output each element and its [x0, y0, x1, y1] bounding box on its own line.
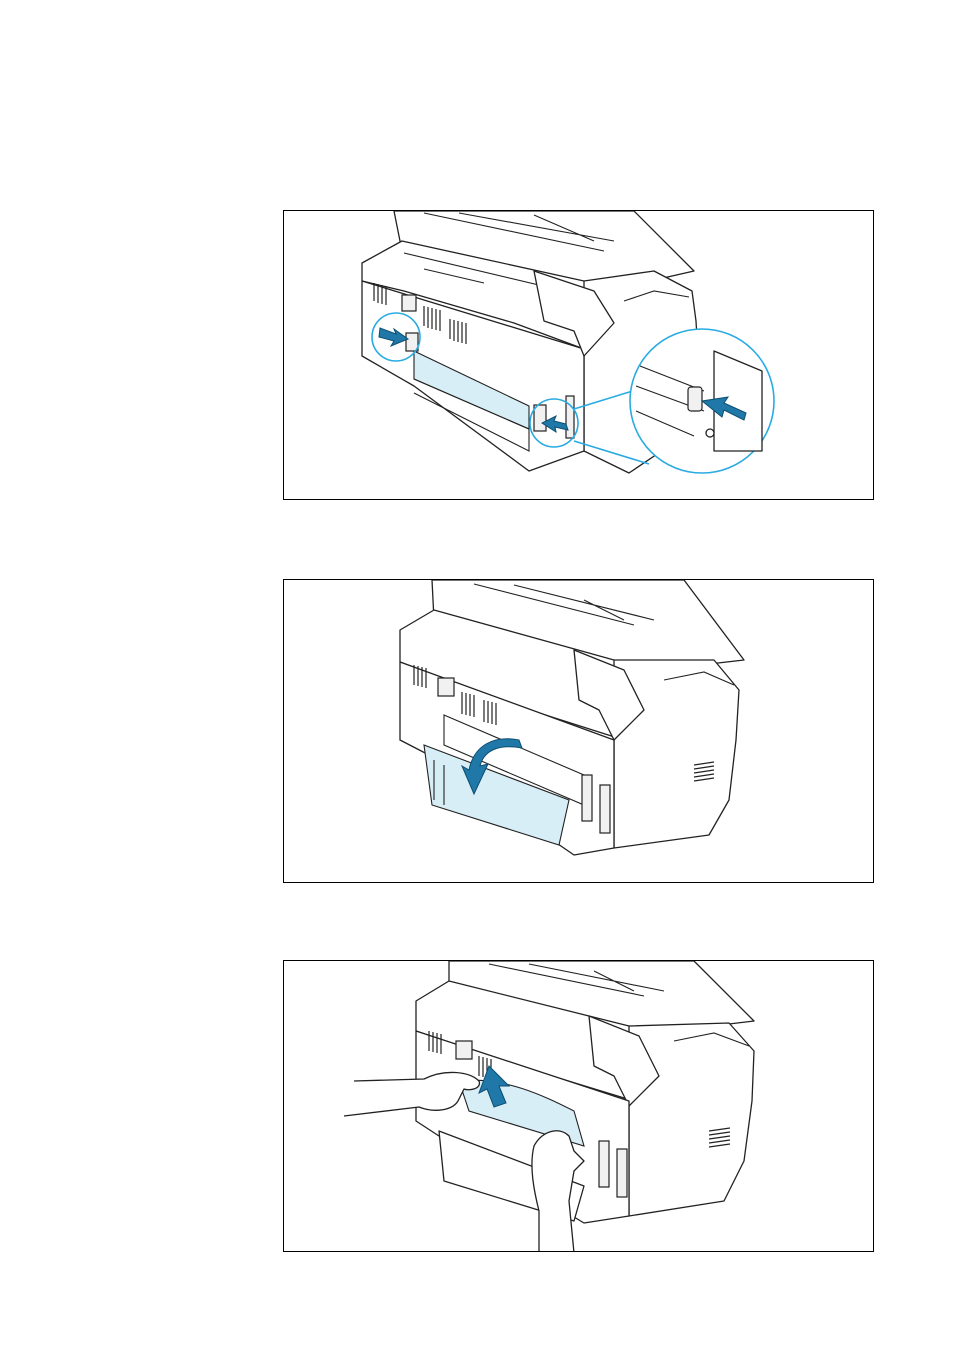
- figure-open-rear-cover: [283, 579, 874, 883]
- release-lever-zoom-icon: [630, 329, 774, 473]
- figure-remove-jammed-paper: [283, 960, 874, 1252]
- printer-rear-illustration: [284, 580, 874, 883]
- printer-rear-illustration: [284, 961, 874, 1252]
- printer-rear-illustration: [284, 211, 874, 500]
- figure-release-levers: [283, 210, 874, 500]
